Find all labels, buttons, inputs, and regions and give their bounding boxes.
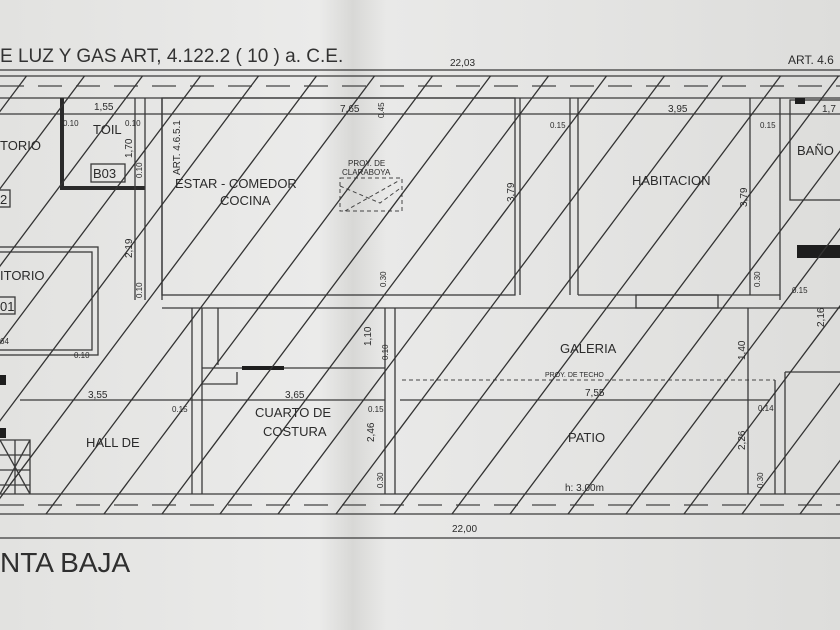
hatch-line xyxy=(393,75,724,515)
hatch-line xyxy=(567,150,840,515)
dim-label: 0.10 xyxy=(135,162,144,178)
dim-label: 7,65 xyxy=(340,104,360,115)
dim-label: 1,10 xyxy=(363,326,374,346)
hatch-line xyxy=(0,75,144,268)
tag-b03: B03 xyxy=(93,166,116,181)
stair-symbol xyxy=(0,439,31,495)
tag-b02: 2 xyxy=(0,192,7,207)
dim-label: 1,7 xyxy=(822,104,836,115)
dim-label: 2,46 xyxy=(366,422,377,442)
skylight-label-2: CLARABOYA xyxy=(342,168,391,177)
room-toilet: TOIL xyxy=(93,122,122,137)
total-width-bottom: 22,00 xyxy=(452,524,477,535)
tag-b01: 01 xyxy=(0,299,14,314)
dim-label: 0.10 xyxy=(63,119,79,128)
dim-label: 1,55 xyxy=(94,102,114,113)
room-dormitorio-top: TORIO xyxy=(0,138,41,153)
dim-label: 0.15 xyxy=(760,121,776,130)
hatch-line xyxy=(219,75,550,515)
dim-label: 0.15 xyxy=(368,405,384,414)
hatch-line xyxy=(0,75,260,422)
room-cuarto-de: CUARTO DE xyxy=(255,405,331,420)
room-estar-comedor: ESTAR - COMEDOR xyxy=(175,176,297,191)
dim-label: 0.30 xyxy=(376,472,385,488)
hatch-line xyxy=(683,304,840,515)
hatch-line xyxy=(625,227,840,515)
room-bano: BAÑO xyxy=(797,143,834,158)
dim-label: 0.14 xyxy=(758,404,774,413)
hatch-line xyxy=(161,75,492,515)
dim-label: 3,79 xyxy=(739,187,750,207)
total-width-top: 22,03 xyxy=(450,58,475,69)
dim-label: 7,55 xyxy=(585,388,605,399)
skylight-label-1: PROY. DE xyxy=(348,159,385,168)
dim-label: 0.15 xyxy=(550,121,566,130)
room-dormitorio-bottom: ITORIO xyxy=(0,268,45,283)
roof-projection-label: PROY. DE TECHO xyxy=(545,372,604,379)
dim-label: 0.10 xyxy=(125,119,141,128)
room-galeria: GALERIA xyxy=(560,341,617,356)
dim-label: 0.30 xyxy=(756,472,765,488)
room-cocina: COCINA xyxy=(220,193,271,208)
dim-label: 2,19 xyxy=(124,238,135,258)
dim-label: 3,65 xyxy=(285,390,305,401)
dim-label: 0.30 xyxy=(379,271,388,287)
dim-label: 2,26 xyxy=(737,430,748,450)
dim-label: 0.15 xyxy=(172,405,188,414)
dim-label: 0.10 xyxy=(135,282,144,298)
hatch-line xyxy=(103,75,434,515)
dim-label: 1,40 xyxy=(737,340,748,360)
dim-label: 0.45 xyxy=(377,102,386,118)
hatch-line xyxy=(0,75,86,190)
dim-label: 3,55 xyxy=(88,390,108,401)
dim-label: 0.10 xyxy=(74,351,90,360)
room-costura: COSTURA xyxy=(263,424,327,439)
hatch-line xyxy=(509,75,840,515)
hatch-line xyxy=(741,382,840,515)
room-habitacion: HABITACION xyxy=(632,173,711,188)
dim-label: 3,95 xyxy=(668,104,688,115)
hatch-pattern xyxy=(0,75,840,515)
ceiling-height: h: 3.00m xyxy=(565,483,604,494)
hatch-line xyxy=(0,75,202,345)
plan-title: NTA BAJA xyxy=(0,547,131,578)
hatch-line xyxy=(451,75,782,515)
room-patio: PATIO xyxy=(568,430,605,445)
dim-label: 2,16 xyxy=(816,307,827,327)
dim-label: 0.10 xyxy=(381,344,390,360)
hatch-line xyxy=(277,75,608,515)
hatch-line xyxy=(0,75,318,500)
header-title: E LUZ Y GAS ART, 4.122.2 ( 10 ) a. C.E. xyxy=(0,46,343,67)
dim-label: 0.30 xyxy=(753,271,762,287)
dim-label: 0.15 xyxy=(792,286,808,295)
art-vertical-note: ART. 4.6.5.1 xyxy=(172,120,183,175)
room-hall: HALL DE xyxy=(86,435,140,450)
hatch-line xyxy=(335,75,666,515)
skylight-diagonal xyxy=(339,179,403,212)
dim-label: 3,79 xyxy=(506,182,517,202)
dim-label: 1,70 xyxy=(124,138,135,158)
hatch-line xyxy=(45,75,376,515)
dim-label: 64 xyxy=(0,337,9,346)
art-right-note: ART. 4.6 xyxy=(788,53,834,67)
